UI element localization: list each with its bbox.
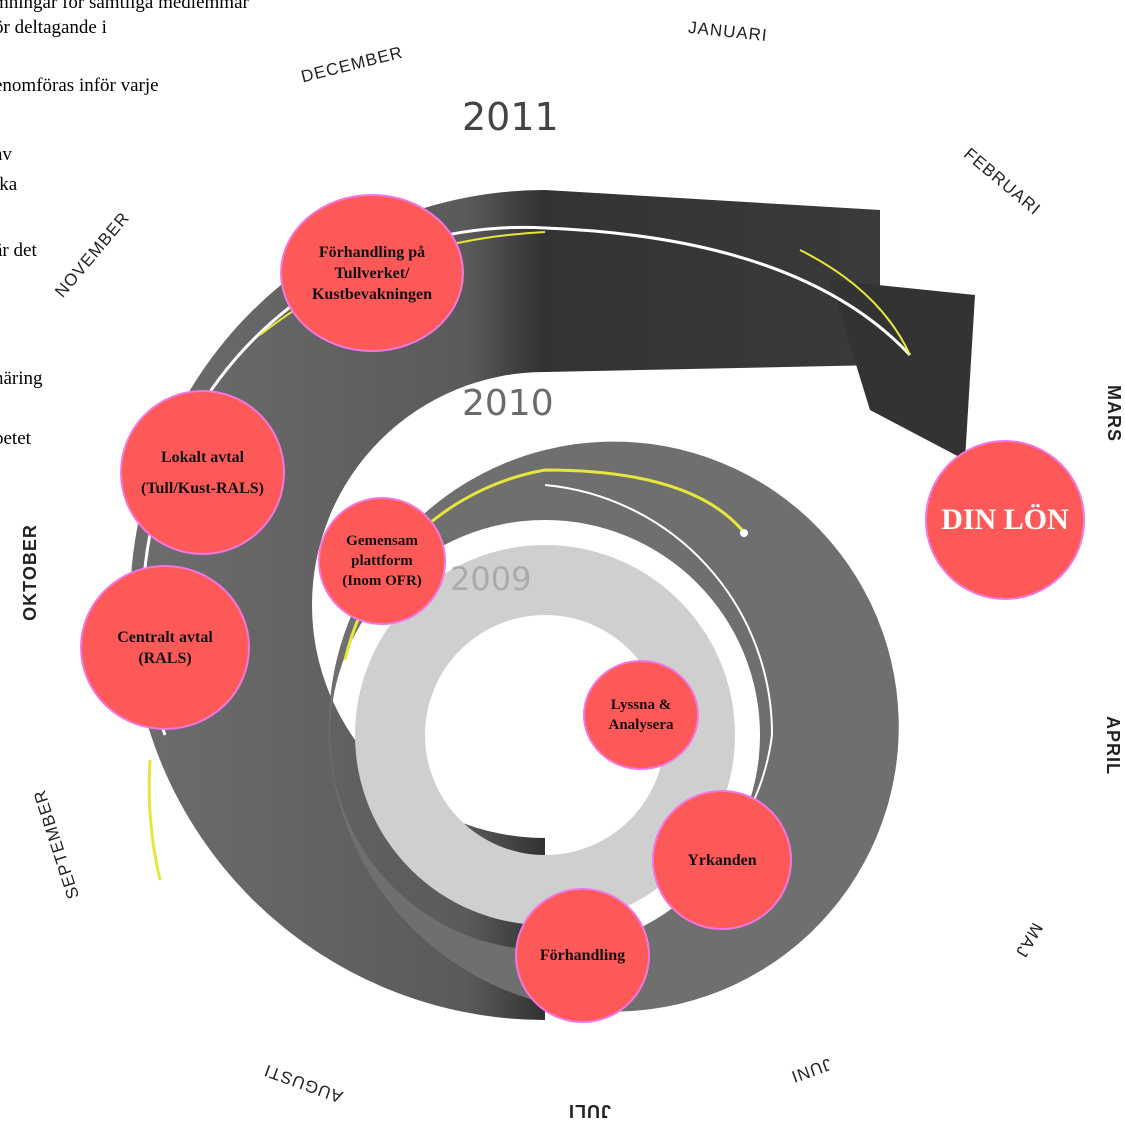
bubble-line: (RALS) — [138, 649, 192, 667]
bubble-line: Gemensam — [346, 533, 418, 549]
bubble-gemensam-plattform: Gemensam plattform (Inom OFR) — [318, 497, 446, 625]
bubble-line: (Tull/Kust-RALS) — [141, 479, 264, 497]
bubble-line: Tullverket/ — [334, 264, 410, 282]
month-oktober: OKTOBER — [19, 524, 40, 621]
bubble-line: Förhandling på — [318, 243, 426, 261]
bubble-line: Lokalt avtal — [160, 448, 245, 466]
bubble-line: DIN LÖN — [941, 503, 1069, 536]
text-fragment: näring — [0, 368, 43, 389]
text-fragment: enomföras inför varje — [0, 75, 159, 96]
bubble-lokalt-avtal: Lokalt avtal (Tull/Kust-RALS) — [120, 390, 285, 555]
bubble-line: Lyssna & — [610, 697, 672, 713]
yellow-line-outer — [147, 759, 162, 881]
yellow-line-right — [799, 249, 911, 356]
month-juli: JULI — [568, 1101, 612, 1121]
bubble-centralt-avtal: Centralt avtal (RALS) — [80, 565, 250, 730]
year-2011-label: 2011 — [462, 95, 559, 139]
bubble-forhandling: Förhandling — [515, 888, 650, 1023]
bubble-line: plattform — [351, 553, 413, 569]
bubble-line: Yrkanden — [687, 851, 757, 869]
text-fragment: mningar för samtliga medlemmar — [0, 0, 249, 13]
bubble-yrkanden: Yrkanden — [652, 790, 792, 930]
month-mars: MARS — [1104, 385, 1124, 442]
bubble-line: Kustbevakningen — [311, 285, 433, 303]
text-fragment: är det — [0, 240, 37, 261]
inner-ring-2009 — [355, 545, 735, 925]
text-fragment: betet — [0, 428, 31, 449]
bubble-line: Analysera — [608, 717, 674, 733]
year-2009-label: 2009 — [450, 560, 532, 598]
bubble-line: Förhandling — [539, 947, 626, 964]
text-fragment: ika — [0, 174, 18, 195]
arrow-head — [830, 280, 975, 460]
bubble-lyssna-analysera: Lyssna & Analysera — [583, 660, 699, 770]
bubble-line: Centralt avtal — [117, 628, 213, 646]
outer-ring-2011 — [130, 190, 880, 1020]
bubble-line: (Inom OFR) — [342, 573, 422, 589]
month-april: APRIL — [1103, 716, 1123, 775]
end-dot — [740, 529, 748, 537]
text-fragment: ör deltagande i — [0, 17, 107, 38]
year-2010-label: 2010 — [462, 383, 554, 424]
bubble-din-lon: DIN LÖN — [925, 440, 1085, 600]
bubble-forhandling-tullverket: Förhandling på Tullverket/ Kustbevakning… — [280, 194, 464, 352]
text-fragment: av — [0, 144, 12, 165]
